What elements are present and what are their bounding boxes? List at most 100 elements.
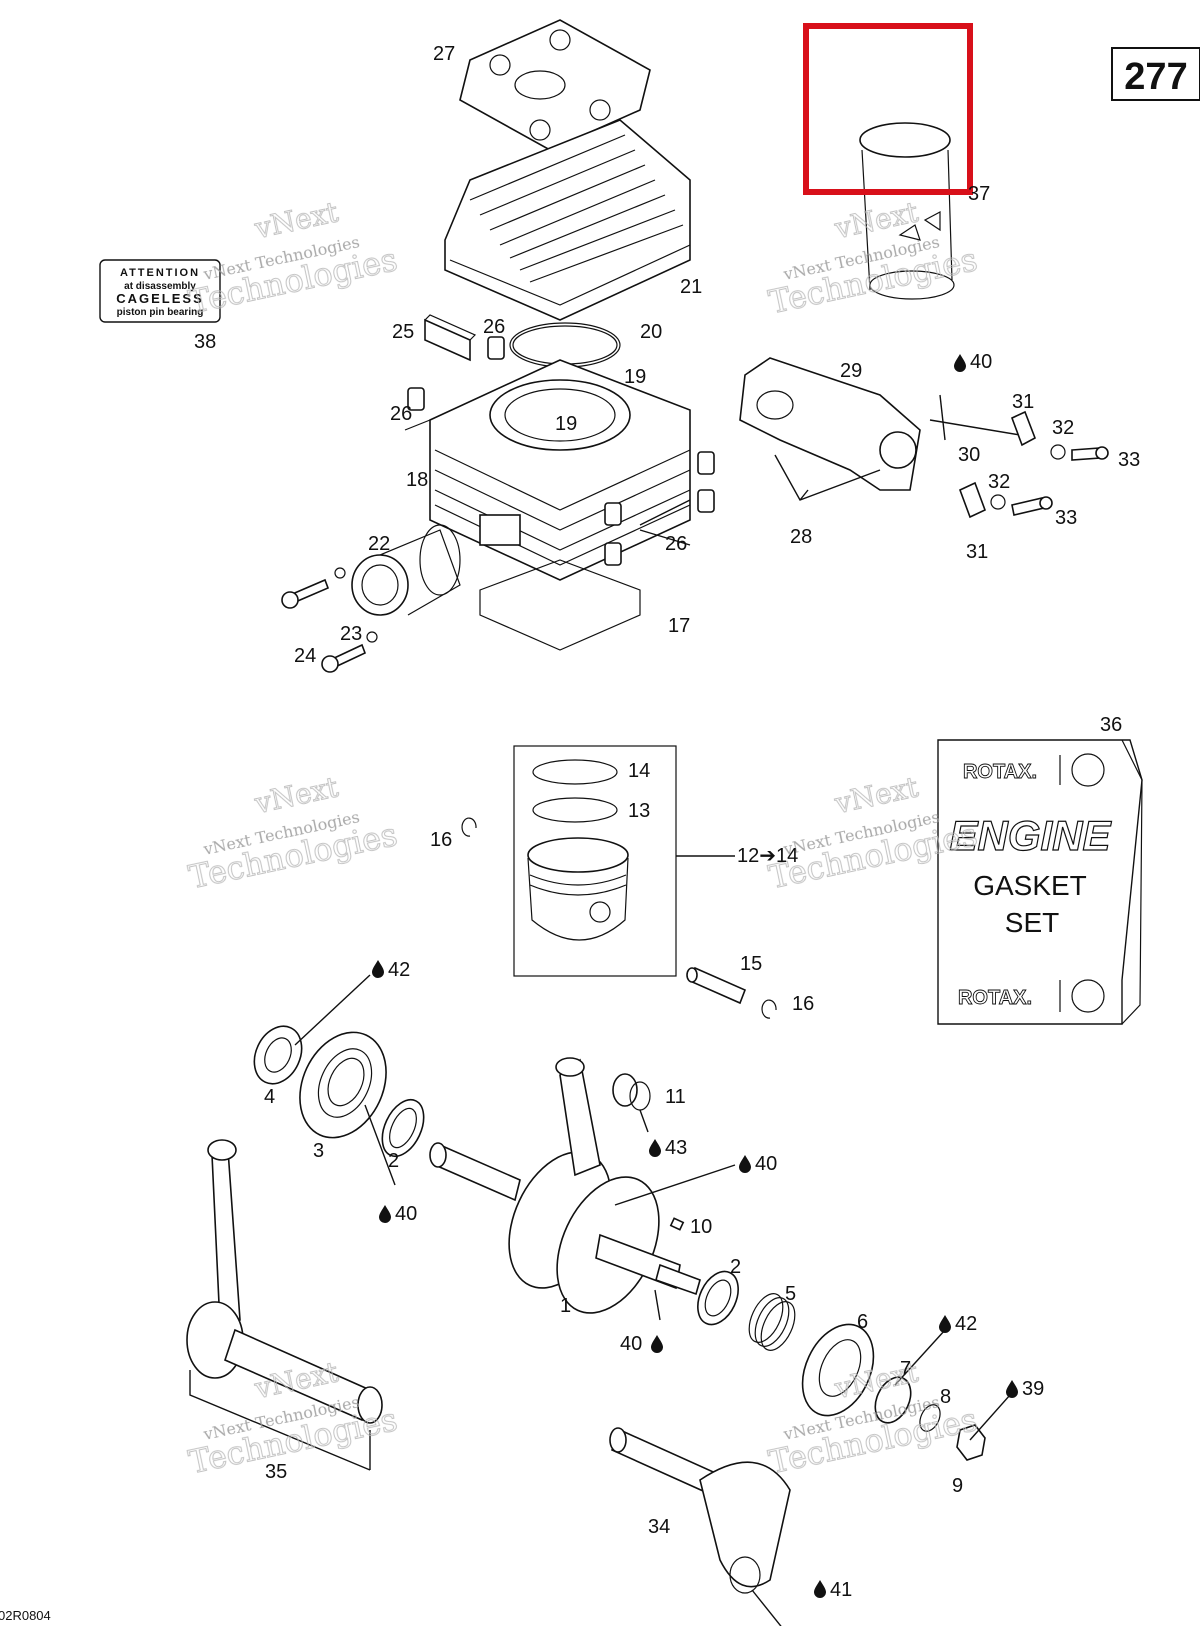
part-label-33b: 33 (1055, 507, 1077, 529)
circlip-16-bottom (761, 999, 777, 1019)
shim-2-right (697, 1270, 739, 1326)
part-label-40d: 40 (620, 1333, 642, 1355)
part-label-18: 18 (406, 469, 428, 491)
part-label-15: 15 (740, 953, 762, 975)
part-label-13: 13 (628, 800, 650, 822)
ball-bearing-6 (801, 1323, 875, 1417)
part-label-26a: 26 (483, 316, 505, 338)
pin-25 (424, 314, 477, 362)
part-label-1: 1 (560, 1295, 571, 1317)
oil-seal-7 (874, 1376, 912, 1424)
part-label-8: 8 (940, 1386, 951, 1408)
part-label-21: 21 (680, 276, 702, 298)
part-label-37: 37 (968, 183, 990, 205)
part-label-40a: 40 (970, 351, 992, 373)
gasket-word-gasket: GASKET (973, 870, 1087, 901)
part-label-33a: 33 (1118, 449, 1140, 471)
leader-lines (294, 394, 1011, 1626)
exhaust-manifold-29 (739, 357, 921, 501)
attention-line1: ATTENTION (120, 267, 200, 279)
gasket-word-set: SET (1005, 907, 1059, 938)
part-label-32a: 32 (1052, 417, 1074, 439)
shim-2-left (381, 1098, 425, 1158)
part-label-28: 28 (790, 526, 812, 548)
gasket-brand-top: ROTAX. (963, 761, 1037, 783)
attention-line4: piston pin bearing (117, 307, 204, 318)
part-label-35: 35 (265, 1461, 287, 1483)
spring-5 (748, 1293, 796, 1351)
cylinder-18 (404, 359, 691, 581)
part-label-4: 4 (264, 1086, 275, 1108)
part-label-14: 14 (628, 760, 650, 782)
part-label-31b: 31 (966, 541, 988, 563)
piston-kit-box-12-14 (513, 745, 735, 977)
head-gasket-27 (459, 19, 651, 151)
part-label-16a: 16 (430, 829, 452, 851)
part-label-6: 6 (857, 1311, 868, 1333)
part-label-23: 23 (340, 623, 362, 645)
part-label-3: 3 (313, 1140, 324, 1162)
attention-line2: at disassembly (124, 281, 196, 292)
needle-bearing-11 (612, 1073, 651, 1111)
crankshaft-half-34 (609, 1427, 791, 1594)
part-label-19b: 19 (555, 413, 577, 435)
woodruff-key-10 (669, 1217, 685, 1231)
part-label-42a: 42 (388, 959, 410, 981)
gasket-set-36: ROTAX. ENGINE GASKET SET ROTAX. (937, 739, 1143, 1025)
part-label-26c: 26 (665, 533, 687, 555)
connecting-rod-35 (186, 1139, 383, 1471)
part-label-42b: 42 (955, 1313, 977, 1335)
part-label-5: 5 (785, 1283, 796, 1305)
part-label-19a: 19 (624, 366, 646, 388)
attention-line3: CAGELESS (116, 291, 204, 306)
part-label-36: 36 (1100, 714, 1122, 736)
gasket-word-engine: ENGINE (949, 812, 1112, 859)
part-label-10: 10 (690, 1216, 712, 1238)
part-number-labels: 27 37 21 38 25 26 20 19 29 40 26 19 31 3… (194, 43, 1140, 1601)
part-label-40c: 40 (395, 1203, 417, 1225)
o-ring-20 (509, 322, 621, 368)
part-label-2a: 2 (388, 1150, 399, 1172)
screws-24 (281, 567, 378, 673)
page-number-box: 277 (1111, 47, 1200, 101)
crankshaft-1 (429, 1057, 701, 1314)
part-label-39: 39 (1022, 1378, 1044, 1400)
intake-socket-22 (351, 524, 461, 616)
part-label-24: 24 (294, 645, 316, 667)
part-label-34: 34 (648, 1516, 670, 1538)
base-gasket-17 (479, 559, 641, 651)
washer-8 (919, 1404, 941, 1432)
part-label-7: 7 (900, 1358, 911, 1380)
part-label-16b: 16 (792, 993, 814, 1015)
part-label-25: 25 (392, 321, 414, 343)
piston-pin-15 (686, 966, 747, 1005)
part-label-43: 43 (665, 1137, 687, 1159)
part-label-38: 38 (194, 331, 216, 353)
part-label-41: 41 (830, 1579, 852, 1601)
part-label-29: 29 (840, 360, 862, 382)
cylinder-head-21 (444, 119, 691, 321)
nut-9 (956, 1424, 986, 1461)
page-number: 277 (1124, 56, 1187, 98)
highlight-box (803, 23, 973, 195)
part-label-9: 9 (952, 1475, 963, 1497)
part-label-22: 22 (368, 533, 390, 555)
gasket-brand-bottom: ROTAX. (958, 987, 1032, 1009)
ball-bearing-3 (299, 1031, 387, 1139)
part-label-20: 20 (640, 321, 662, 343)
part-label-27: 27 (433, 43, 455, 65)
part-label-30: 30 (958, 444, 980, 466)
range-label-12-14: 12➔14 (737, 845, 798, 867)
part-label-40b: 40 (755, 1153, 777, 1175)
circlip-16-top (461, 817, 477, 837)
part-label-26b: 26 (390, 403, 412, 425)
dowel-pins-26 (407, 336, 715, 566)
manifold-hardware-30-33 (929, 410, 1109, 519)
part-label-11: 11 (665, 1086, 686, 1108)
drawing-code: 02R0804 (0, 1608, 51, 1623)
part-label-2b: 2 (730, 1256, 741, 1278)
part-label-31a: 31 (1012, 391, 1034, 413)
part-label-17: 17 (668, 615, 690, 637)
attention-label-38: ATTENTION at disassembly CAGELESS piston… (99, 259, 221, 323)
